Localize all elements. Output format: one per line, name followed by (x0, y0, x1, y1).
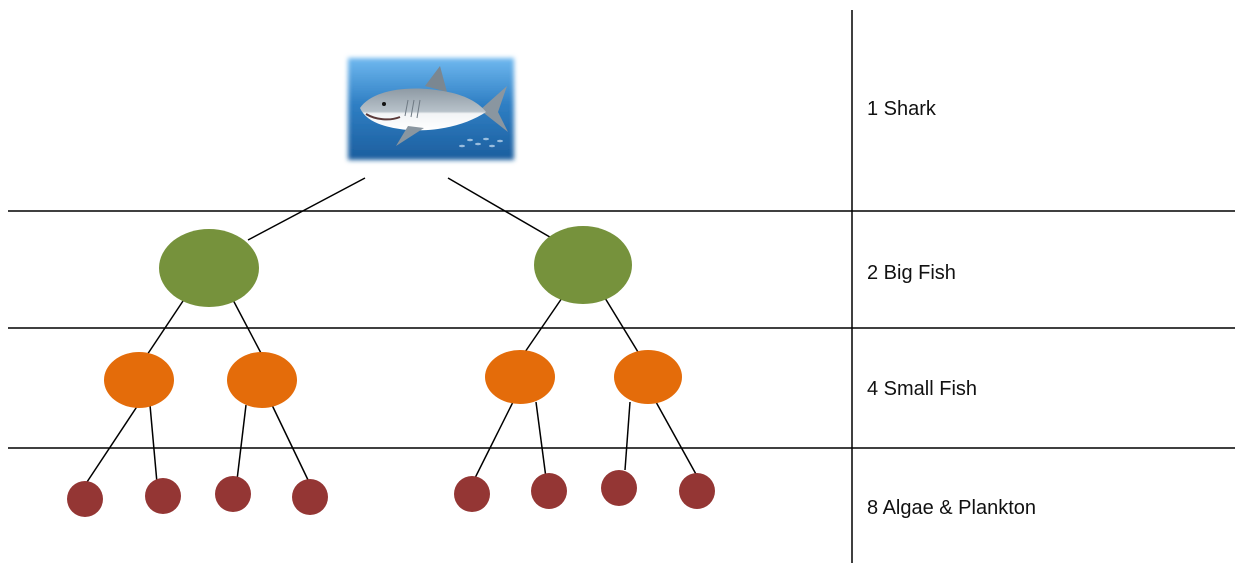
connector-lines (84, 177, 698, 486)
algae-plankton-nodes (67, 470, 715, 517)
connector (146, 297, 186, 356)
grid-lines (8, 10, 1235, 563)
big-fish-node (159, 229, 259, 307)
connector (473, 401, 514, 481)
connector (271, 404, 310, 483)
algae-plankton-node (145, 478, 181, 514)
shark-image (348, 58, 514, 160)
connector (231, 297, 263, 356)
connector (236, 404, 247, 481)
connector (247, 177, 366, 241)
algae-plankton-node (679, 473, 715, 509)
algae-plankton-node (454, 476, 490, 512)
big-fish-node (534, 226, 632, 304)
algae-plankton-node (215, 476, 251, 512)
connector (604, 297, 639, 353)
small-fish-node (104, 352, 174, 408)
small-fish-node (614, 350, 682, 404)
connector (149, 404, 158, 484)
connector (84, 404, 139, 486)
small-fish-school (459, 137, 503, 148)
connector (535, 401, 547, 479)
small-fish-nodes (104, 350, 682, 408)
shark-icon (360, 66, 508, 146)
algae-plankton-node (601, 470, 637, 506)
connector (624, 401, 631, 471)
big-fish-nodes (159, 226, 632, 307)
small-fish-node (227, 352, 297, 408)
connector (447, 177, 556, 241)
level-label-shark: 1 Shark (867, 98, 936, 120)
algae-plankton-node (531, 473, 567, 509)
algae-plankton-node (292, 479, 328, 515)
connector (655, 401, 698, 477)
level-label-algae-plankton: 8 Algae & Plankton (867, 497, 1037, 519)
connector (524, 297, 563, 353)
level-label-small-fish: 4 Small Fish (867, 378, 978, 400)
level-label-big-fish: 2 Big Fish (867, 262, 956, 284)
small-fish-node (485, 350, 555, 404)
algae-plankton-node (67, 481, 103, 517)
